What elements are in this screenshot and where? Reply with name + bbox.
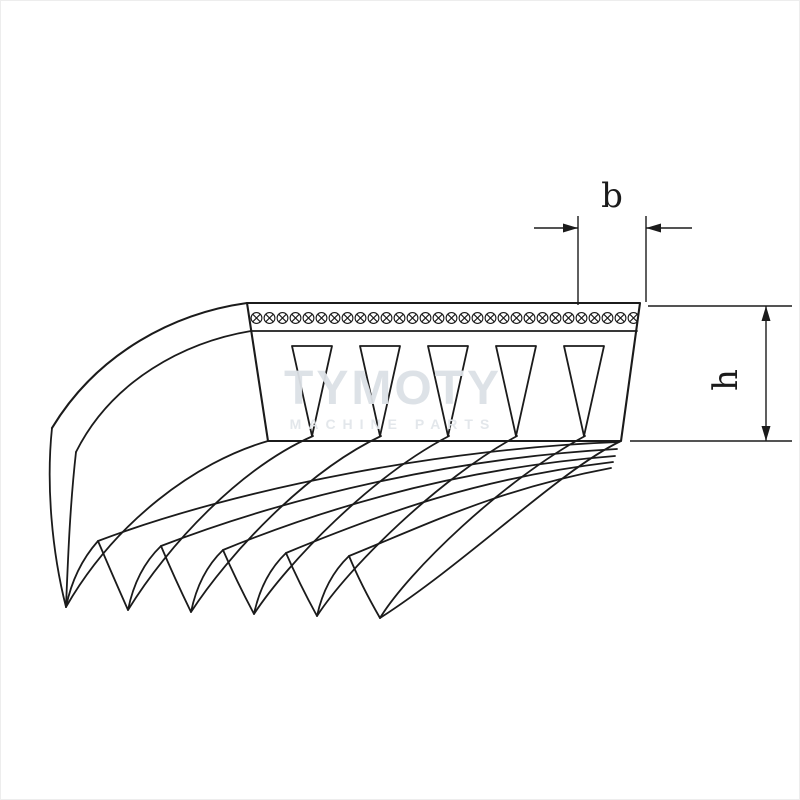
- watermark: TYMOTY MACHINE PARTS: [284, 362, 502, 432]
- arrowhead-left-icon: [646, 223, 661, 233]
- dimension-b-label: b: [601, 176, 623, 216]
- dimension-h-label: h: [706, 369, 746, 391]
- belt-grooves: [291, 345, 605, 437]
- rib-pattern-band: [250, 306, 638, 332]
- arrowhead-down-icon: [761, 426, 771, 441]
- watermark-tagline: MACHINE PARTS: [290, 416, 497, 432]
- arrowhead-up-icon: [761, 306, 771, 321]
- belt-rib-ridges: [65, 435, 586, 619]
- belt-rib-valleys: [97, 441, 620, 557]
- arrowhead-right-icon: [563, 223, 578, 233]
- dimension-b: b: [534, 176, 692, 305]
- watermark-brand: TYMOTY: [284, 362, 502, 415]
- circled-x-pattern: [250, 306, 638, 330]
- dimension-h: h: [630, 305, 792, 442]
